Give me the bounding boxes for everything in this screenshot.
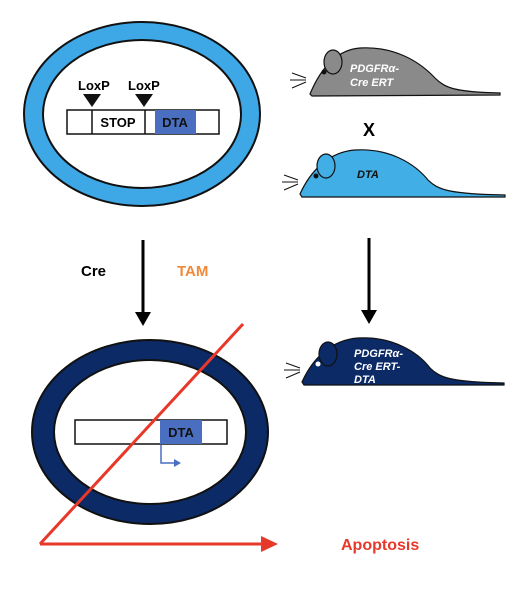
cell-before: LoxP LoxP STOP DTA <box>23 21 261 207</box>
breeding-arrow <box>361 238 377 324</box>
cross-symbol: X <box>363 120 375 140</box>
stop-label: STOP <box>100 115 135 130</box>
apoptosis-label: Apoptosis <box>341 537 419 554</box>
mouse-lightblue-label: DTA <box>357 169 379 181</box>
apoptosis-arrow-head <box>261 536 278 552</box>
apoptosis-indicator: Apoptosis <box>38 322 419 554</box>
mouse-darkblue-eye <box>315 361 321 367</box>
dta-box-top <box>155 110 196 134</box>
mouse-grey-whiskers <box>290 72 307 89</box>
mouse-grey-eye <box>321 69 327 75</box>
tam-label: TAM <box>177 263 208 280</box>
mouse-darkblue-ear <box>318 341 338 367</box>
mouse-grey-label-2: Cre ERT <box>350 77 394 89</box>
mouse-grey-ear <box>323 49 343 75</box>
cre-arrow-head <box>135 312 151 326</box>
dta-label-bottom: DTA <box>168 425 194 440</box>
mouse-lightblue-ear <box>316 153 336 179</box>
cre-arrow: Cre TAM <box>81 240 208 326</box>
mouse-darkblue-whiskers <box>284 362 301 379</box>
mouse-pdgfra-cre-ert-dta: PDGFRα- Cre ERT- DTA <box>284 337 505 386</box>
mouse-dta: DTA <box>282 149 506 198</box>
loxp-right-label: LoxP <box>128 78 160 93</box>
loxp-right-triangle <box>135 94 153 107</box>
mouse-darkblue-label-1: PDGFRα- <box>354 348 403 360</box>
mouse-pdgfra-cre-ert: PDGFRα- Cre ERT <box>290 47 501 97</box>
promoter-arrow-head <box>174 459 181 467</box>
mouse-lightblue-eye <box>313 173 319 179</box>
breeding-arrow-head <box>361 310 377 324</box>
dta-box-bottom <box>160 420 202 444</box>
cell-after: DTA <box>31 339 269 525</box>
mouse-darkblue-label-2: Cre ERT- <box>354 361 401 373</box>
construct-bar <box>66 109 220 135</box>
loxp-left-label: LoxP <box>78 78 110 93</box>
cre-label: Cre <box>81 263 106 280</box>
dta-label-top: DTA <box>162 115 188 130</box>
loxp-left-triangle <box>83 94 101 107</box>
mouse-lightblue-whiskers <box>282 174 299 191</box>
promoter-arrow <box>160 445 176 464</box>
mouse-darkblue-label-3: DTA <box>354 374 376 386</box>
mouse-grey-label-1: PDGFRα- <box>350 63 399 75</box>
red-strike-line <box>38 322 245 546</box>
